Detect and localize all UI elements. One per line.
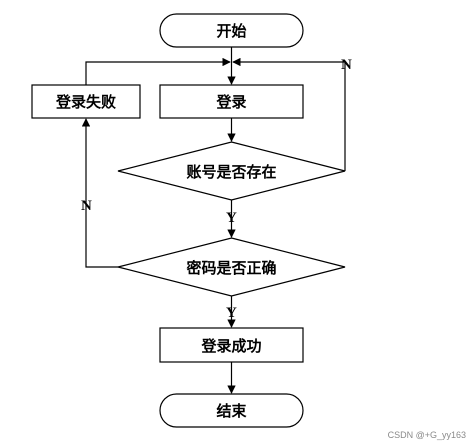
edge-account-no (232, 57, 346, 171)
end-label: 结束 (216, 402, 247, 420)
password-yes-label: Y (226, 305, 237, 321)
start-label: 开始 (216, 22, 246, 40)
login-fail-label: 登录失败 (55, 93, 116, 111)
login-success-label: 登录成功 (200, 337, 261, 355)
login-fail-node: 登录失败 (31, 84, 141, 119)
account-exists-label: 账号是否存在 (186, 163, 276, 181)
start-node: 开始 (159, 13, 304, 48)
edge-password-no (81, 118, 118, 268)
account-yes-label: Y (226, 210, 237, 226)
watermark-text: CSDN @+G_yy163 (388, 430, 466, 440)
password-correct-decision: 密码是否正确 (117, 237, 346, 297)
login-node: 登录 (159, 84, 304, 119)
password-correct-label: 密码是否正确 (186, 259, 276, 277)
login-label: 登录 (215, 93, 246, 111)
account-exists-decision: 账号是否存在 (117, 141, 346, 201)
edge-fail-to-login (85, 57, 231, 85)
end-node: 结束 (159, 393, 304, 428)
password-no-label: N (81, 198, 92, 214)
account-no-label: N (341, 57, 352, 73)
login-success-node: 登录成功 (159, 327, 304, 363)
